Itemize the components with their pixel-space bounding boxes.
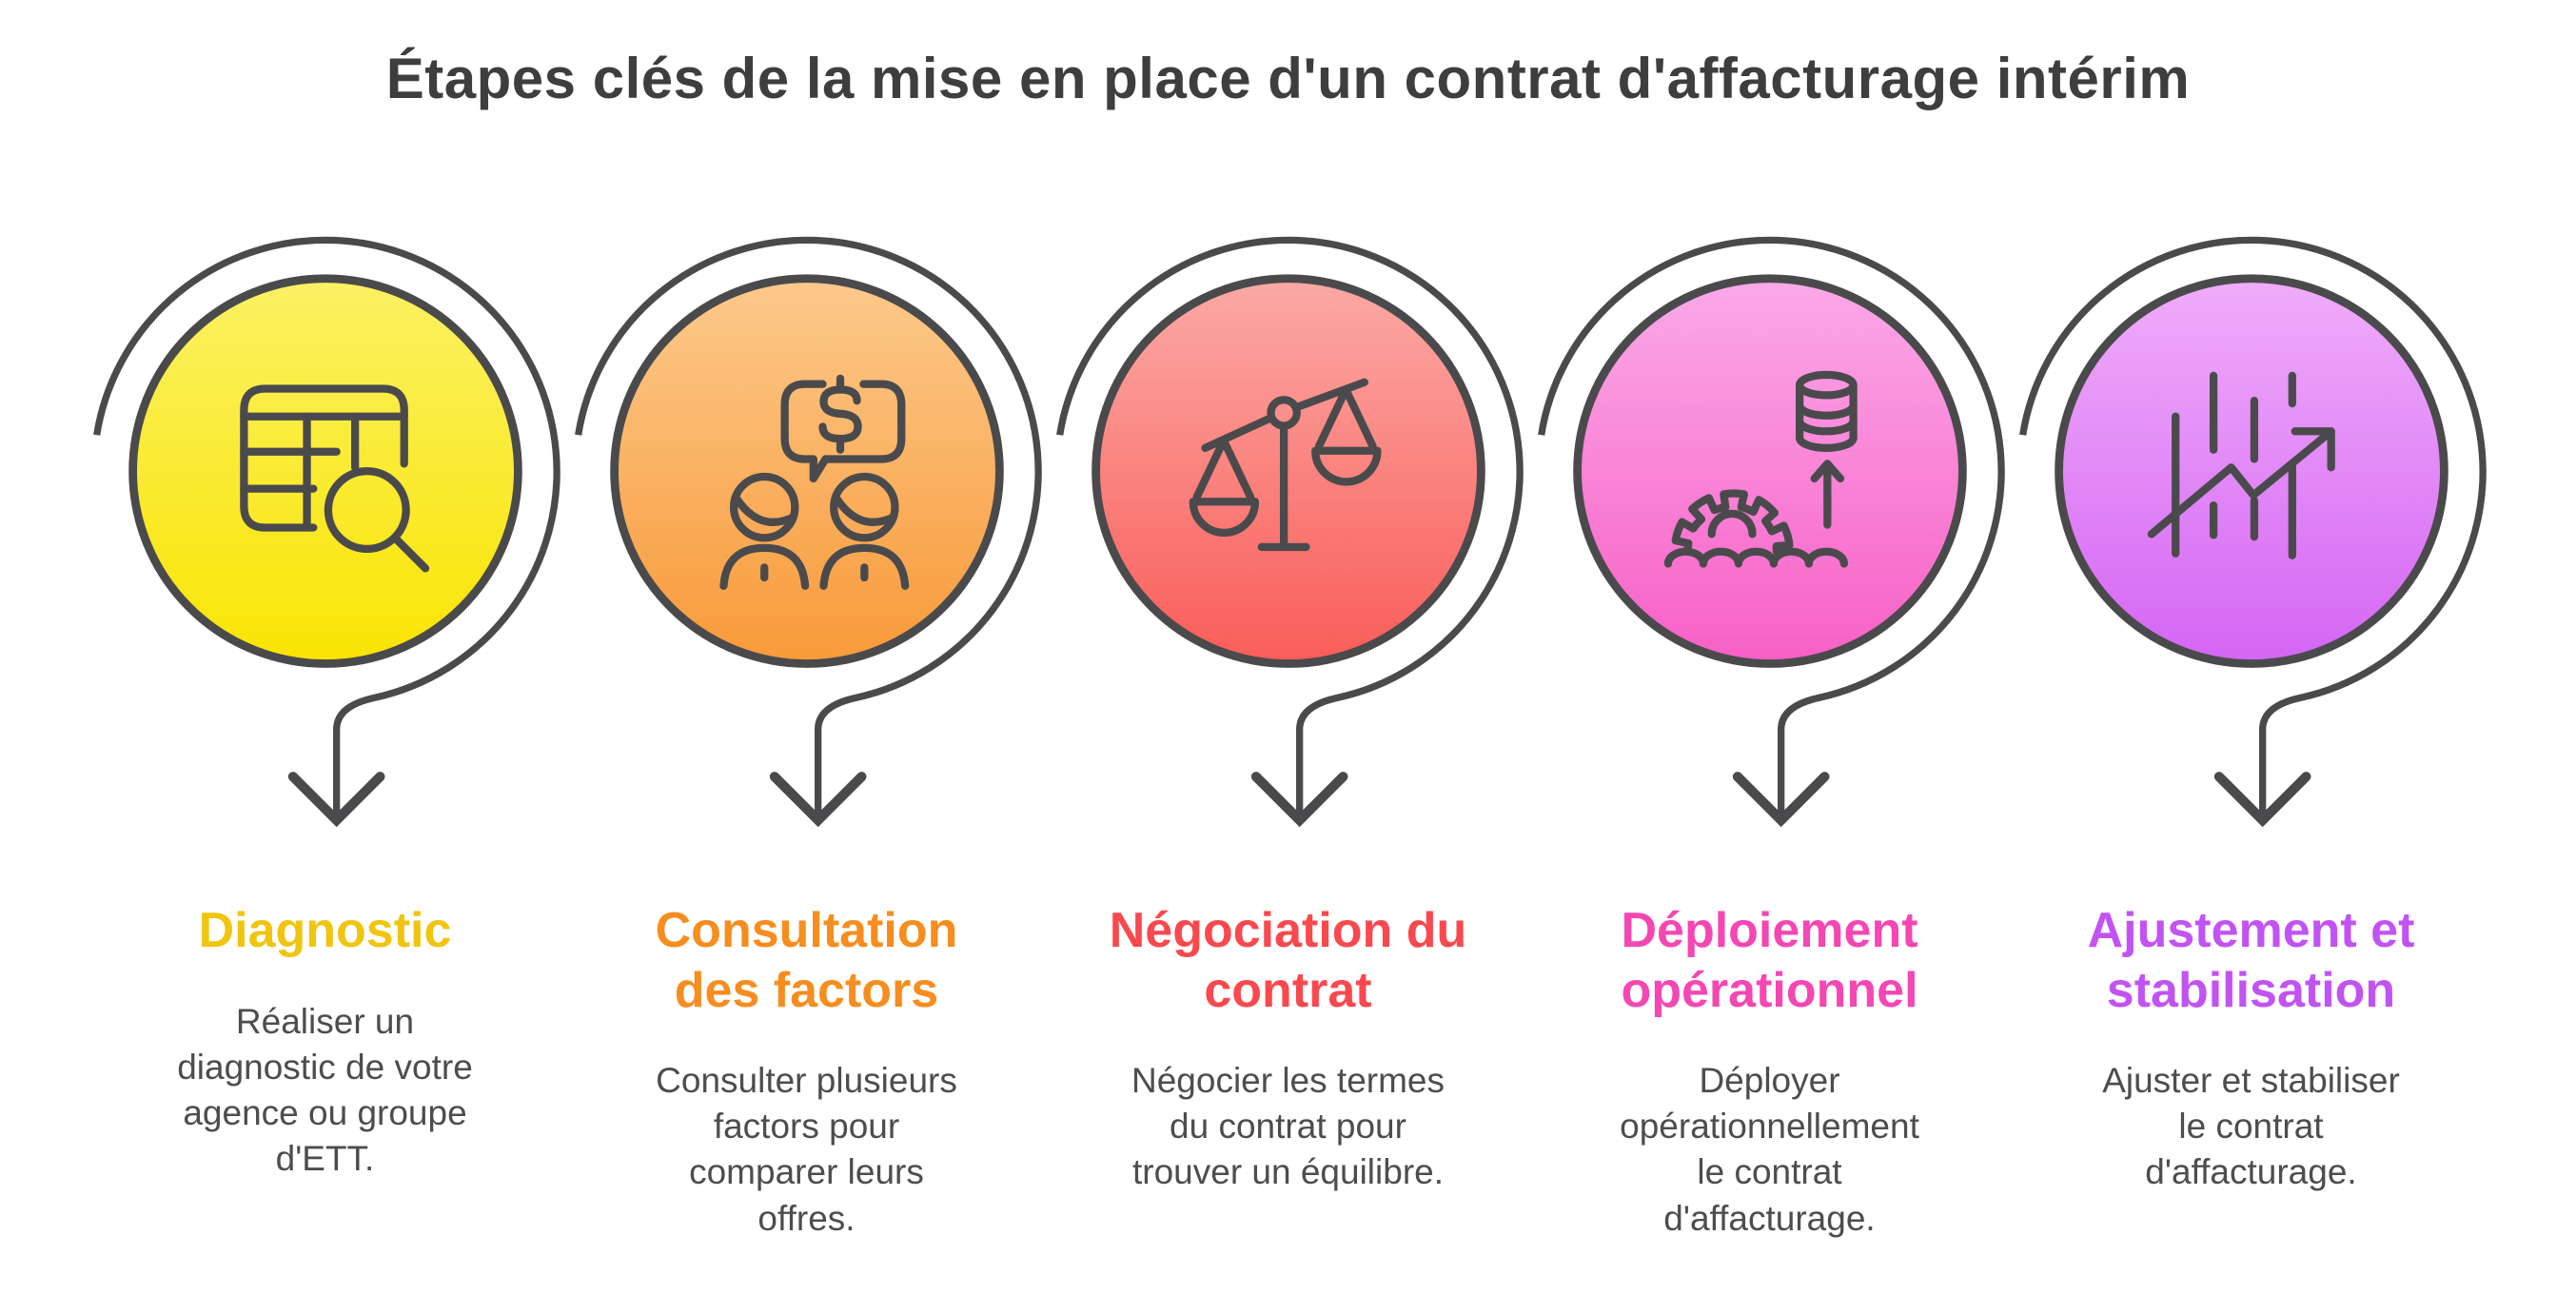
database-band xyxy=(1795,401,1858,420)
step-description: Ajuster et stabiliser le contrat d'affac… xyxy=(2102,1061,2400,1192)
down-arrow-icon xyxy=(1732,772,1830,828)
up-arrow-icon xyxy=(1810,460,1844,529)
person-head xyxy=(729,472,798,542)
down-arrow-icon xyxy=(2213,772,2311,828)
price-discussion-icon xyxy=(718,374,909,590)
step-graphic-ajustement xyxy=(2018,236,2487,828)
down-arrow-icon xyxy=(769,772,867,828)
step-heading: Ajustement et stabilisation xyxy=(2087,903,2415,1018)
step-heading: Négociation du contrat xyxy=(1109,903,1467,1018)
step-circle xyxy=(609,274,1004,668)
magnifier-lens xyxy=(324,467,410,554)
gear-teeth xyxy=(1671,489,1794,555)
steps-row: Diagnostic Réaliser un diagnostic de vot… xyxy=(0,132,2576,1242)
table-outline xyxy=(239,384,408,532)
step-description: Réaliser un diagnostic de votre agence o… xyxy=(177,1001,473,1179)
table-search-icon xyxy=(239,384,429,573)
spiral-ring xyxy=(1055,236,1524,816)
spiral-ring xyxy=(92,236,560,816)
trend-arrowhead xyxy=(2291,427,2335,472)
step-column-diagnostic: Diagnostic Réaliser un diagnostic de vot… xyxy=(85,132,566,1242)
person-shoulders xyxy=(818,543,909,590)
person-head xyxy=(829,472,899,542)
step-description: Négocier les termes du contrat pour trou… xyxy=(1131,1061,1445,1192)
step-graphic-negociation xyxy=(1055,236,1524,828)
down-arrow-icon xyxy=(287,772,385,828)
step-graphic-consultation xyxy=(574,236,1042,828)
spiral-ring xyxy=(574,236,1042,816)
spiral-ring xyxy=(2018,236,2487,816)
step-heading: Consultation des factors xyxy=(655,903,958,1018)
step-description: Déployer opérationnellement le contrat d… xyxy=(1620,1061,1919,1238)
trend-line xyxy=(2147,427,2335,539)
database-band xyxy=(1795,417,1858,436)
step-graphic-diagnostic xyxy=(92,236,560,828)
step-column-negociation: Négociation du contrat Négocier les term… xyxy=(1048,132,1529,1242)
magnifier-handle xyxy=(390,534,429,573)
gear-hub xyxy=(1707,509,1757,539)
scale-beam xyxy=(1200,378,1368,452)
balance-scale-icon xyxy=(1189,378,1382,552)
down-arrow-icon xyxy=(1250,772,1348,828)
step-circle xyxy=(128,274,522,668)
waves xyxy=(1663,547,1848,568)
scale-left-hanger xyxy=(1192,436,1254,501)
page-title: Étapes clés de la mise en place d'un con… xyxy=(385,47,2191,110)
step-circle xyxy=(1091,274,1485,668)
step-column-deploiement: Déploiement opérationnel Déployer opérat… xyxy=(1529,132,2011,1242)
step-heading: Diagnostic xyxy=(198,903,452,959)
step-circle xyxy=(1572,274,1967,668)
step-graphic-deploiement xyxy=(1537,236,2005,828)
step-heading: Déploiement opérationnel xyxy=(1621,903,1918,1018)
step-description: Consulter plusieurs factors pour compare… xyxy=(656,1061,957,1238)
step-circle xyxy=(2054,274,2448,668)
speech-bubble xyxy=(780,380,905,483)
scale-right-pan xyxy=(1310,446,1382,486)
scale-right-hanger xyxy=(1314,385,1377,451)
scale-left-pan xyxy=(1189,498,1259,537)
person-shoulders xyxy=(718,543,809,590)
person-hair xyxy=(731,493,797,526)
deployment-gear-icon xyxy=(1663,370,1858,568)
spiral-ring xyxy=(1537,236,2005,816)
database-bottom xyxy=(1795,433,1858,452)
person-hair xyxy=(831,493,897,526)
step-column-consultation: Consultation des factors Consulter plusi… xyxy=(566,132,1048,1242)
growth-chart-icon xyxy=(2147,371,2335,559)
step-column-ajustement: Ajustement et stabilisation Ajuster et s… xyxy=(2011,132,2492,1242)
